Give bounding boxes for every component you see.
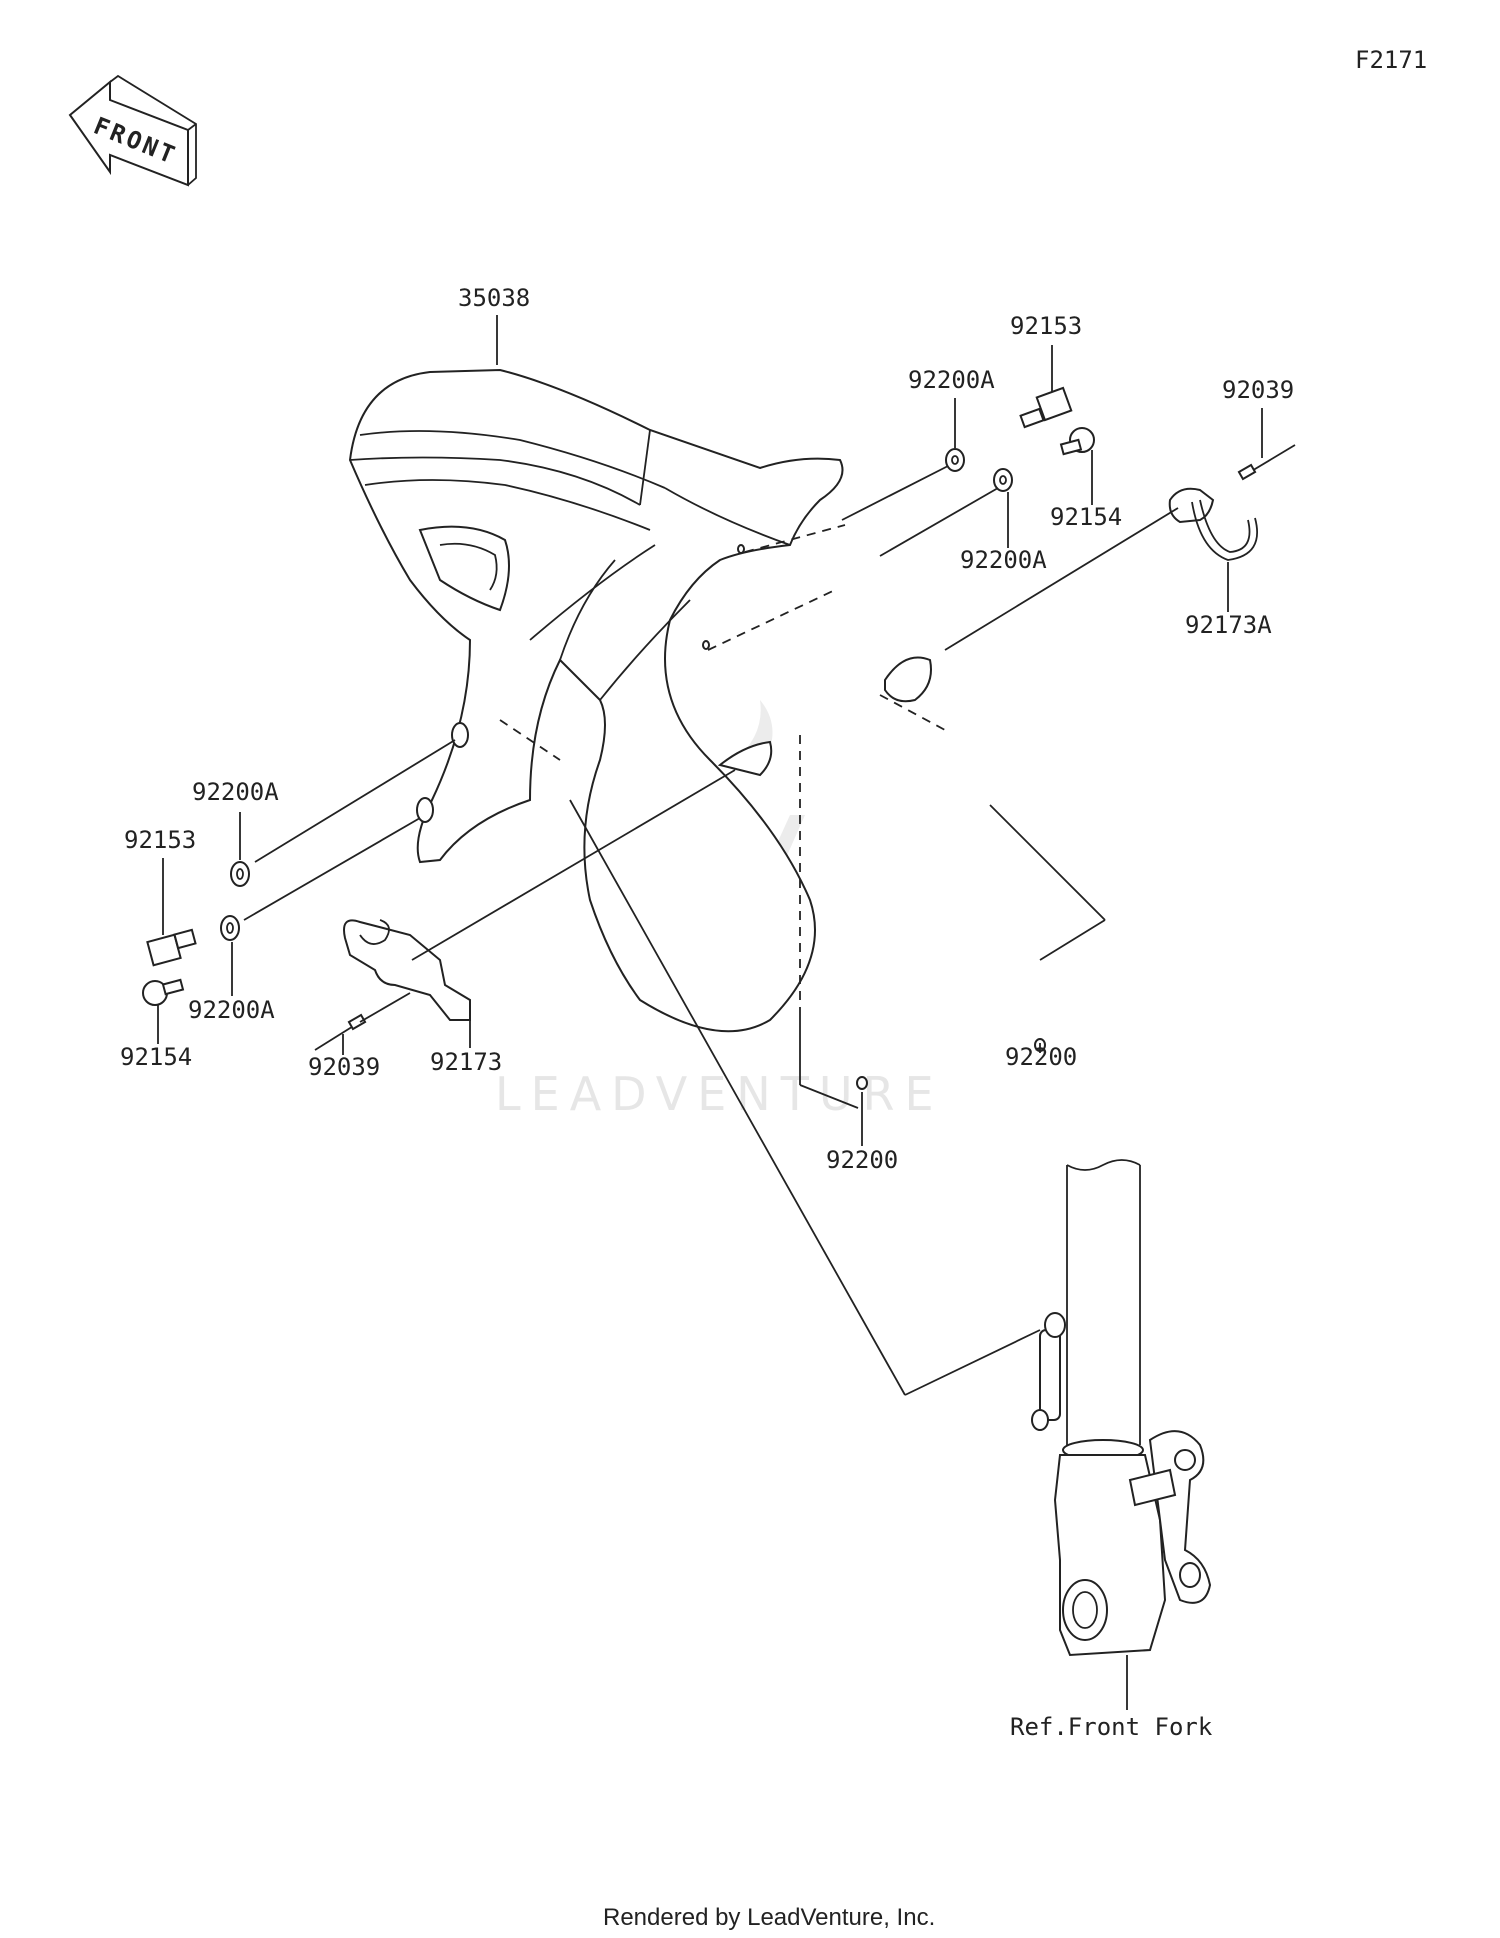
front-fork	[1031, 1159, 1212, 1657]
assembly-lines	[243, 465, 1179, 1396]
callout-92200A-left1: 92200A	[192, 778, 279, 806]
callout-92154-top: 92154	[1050, 503, 1122, 531]
front-arrow-icon: FRONT	[68, 74, 197, 187]
callout-92200A-top2: 92200A	[960, 546, 1047, 574]
callout-92154-left: 92154	[120, 1043, 192, 1071]
ref-front-fork-label: Ref.Front Fork	[1010, 1713, 1213, 1741]
watermark-text: LEADVENTURE	[495, 1067, 944, 1121]
washer-top-a1-icon	[945, 448, 965, 472]
bolt-top-icon	[1059, 427, 1095, 456]
rivet-left-icon	[314, 1013, 367, 1051]
rivet-top-icon	[1237, 444, 1296, 481]
washer-top-a2-icon	[993, 468, 1013, 492]
callout-92200A-left2: 92200A	[188, 996, 275, 1024]
callout-92153-top: 92153	[1010, 312, 1082, 340]
callout-92200-bottom: 92200	[826, 1146, 898, 1174]
footer-credit: Rendered by LeadVenture, Inc.	[603, 1904, 935, 1931]
figure-code: F2171	[1355, 46, 1427, 74]
washer-left-a1-icon	[230, 861, 250, 887]
bolt-left-icon	[142, 978, 185, 1006]
callout-92039-left: 92039	[308, 1053, 380, 1081]
bracket-left-icon	[343, 919, 471, 1021]
callout-92200-right: 92200	[1005, 1043, 1077, 1071]
stud-top-icon	[1019, 386, 1073, 429]
stud-left-icon	[146, 928, 197, 967]
callout-35038: 35038	[458, 284, 530, 312]
callout-92153-left: 92153	[124, 826, 196, 854]
front-fender	[348, 368, 932, 1033]
bracket-right-icon	[1168, 487, 1259, 561]
callout-92039-top: 92039	[1222, 376, 1294, 404]
washer-bottom-icon	[856, 1076, 868, 1090]
callout-92200A-top1: 92200A	[908, 366, 995, 394]
washer-left-a2-icon	[220, 915, 240, 941]
callout-92173A: 92173A	[1185, 611, 1272, 639]
callout-92173: 92173	[430, 1048, 502, 1076]
